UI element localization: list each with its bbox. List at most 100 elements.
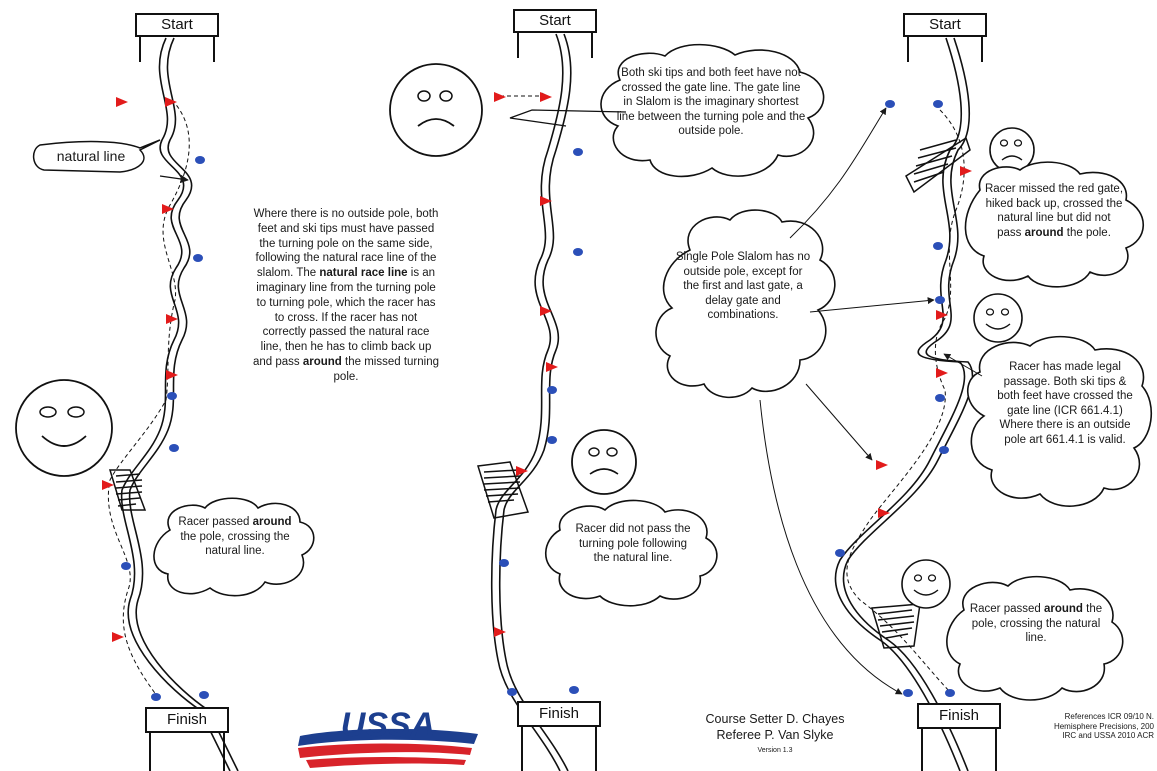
missed-text-pre: Racer missed the red gate, hiked back up… [984, 183, 1124, 239]
red-gate [878, 508, 890, 518]
red-gate [516, 466, 528, 476]
bubble-text-bold: around [252, 516, 292, 528]
blue-gate [499, 559, 509, 567]
natural-line-label: natural line [56, 148, 126, 164]
missed-gate-bubble-cloud [964, 161, 1144, 288]
blue-gate [573, 248, 583, 256]
left-racer-line [107, 99, 190, 701]
right-finish-label: Finish [938, 707, 979, 724]
middle-herringbone [477, 461, 530, 519]
reference-line: References ICR 09/10 N. [1064, 712, 1154, 721]
blue-gate [935, 296, 945, 304]
middle-panel [389, 9, 825, 771]
ussa-logo: USSA [298, 706, 478, 768]
red-gate [102, 480, 114, 490]
middle-bottom-bubble-cloud [545, 499, 718, 607]
legal-passage-bubble-cloud [967, 335, 1152, 507]
right-herringbone-bottom [871, 603, 921, 649]
right-start-gate [903, 13, 987, 62]
single-pole-bubble-text: Single Pole Slalom has no outside pole, … [675, 251, 811, 321]
blue-gate [939, 446, 949, 454]
blue-gate [945, 689, 955, 697]
ussa-logo-text: USSA [341, 706, 435, 744]
red-gate [540, 196, 552, 206]
explanation-text-1: Where there is no outside pole, both fee… [253, 208, 439, 280]
middle-sad-face-top [389, 63, 483, 157]
right-bubble-text-pre: Racer passed [969, 603, 1044, 615]
left-explanation: Where there is no outside pole, both fee… [252, 207, 440, 385]
right-finish-gate [917, 703, 1001, 771]
red-gate [112, 632, 124, 642]
explanation-text-3: the missed turning pole. [333, 355, 440, 383]
blue-gate [193, 254, 203, 262]
blue-gate [935, 394, 945, 402]
bubble-text-pre: Racer passed [178, 516, 253, 528]
right-herringbone-top [905, 136, 971, 194]
middle-start-gate [513, 9, 597, 58]
blue-gate [573, 148, 583, 156]
left-smiley-face [15, 379, 113, 477]
single-pole-bubble-cloud [655, 209, 836, 399]
blue-gate [885, 100, 895, 108]
references-note: References ICR 09/10 N. Hemisphere Preci… [1030, 712, 1154, 741]
right-bubble-text-bold: around [1043, 603, 1083, 615]
right-gates [835, 100, 972, 697]
blue-gate [121, 562, 131, 570]
blue-gate [507, 688, 517, 696]
bubble-text-post: the pole, crossing the natural line. [180, 530, 290, 558]
red-gate [116, 97, 128, 107]
middle-start-label: Start [539, 12, 571, 29]
left-bottom-bubble-text: Racer passed around the pole, crossing t… [176, 515, 294, 559]
right-smiley-face-bottom [901, 559, 951, 609]
red-gate [936, 310, 948, 320]
middle-ski-track [490, 33, 572, 771]
blue-gate [903, 689, 913, 697]
explanation-text-2: is an imaginary line from the turning po… [252, 267, 436, 368]
middle-top-bubble-cloud [600, 43, 825, 178]
blue-gate [169, 444, 179, 452]
middle-top-bubble-tail [509, 109, 627, 127]
legal-passage-bubble-text: Racer has made legal passage. Both ski t… [997, 361, 1133, 446]
left-start-label: Start [161, 16, 193, 33]
right-smiley-face-mid [973, 293, 1023, 343]
right-panel [655, 13, 1152, 771]
left-finish-gate [145, 707, 229, 771]
left-bottom-bubble-cloud [153, 497, 315, 597]
red-gate [876, 460, 888, 470]
missed-text-bold: around [1024, 226, 1064, 239]
right-bottom-bubble-cloud [946, 575, 1124, 701]
course-setter-credit: Course Setter D. Chayes [705, 712, 845, 726]
blue-gate [569, 686, 579, 694]
red-gate [166, 314, 178, 324]
red-gate [162, 204, 174, 214]
explanation-bold-2: around [302, 355, 342, 368]
red-gate [936, 368, 948, 378]
single-pole-arrows [759, 107, 935, 695]
middle-bottom-bubble-text: Racer did not pass the turning pole foll… [575, 523, 691, 564]
referee-credit: Referee P. Van Slyke [716, 728, 834, 742]
middle-finish-label: Finish [538, 705, 579, 722]
middle-sad-face-bottom [571, 429, 637, 495]
left-gates [102, 97, 209, 701]
left-herringbone [108, 469, 147, 511]
reference-line: IRC and USSA 2010 ACR [1062, 731, 1154, 740]
left-start-gate [135, 13, 219, 62]
legal-bubble-tail [943, 353, 983, 377]
blue-gate [195, 156, 205, 164]
right-bottom-bubble-text: Racer passed around the pole, crossing t… [966, 602, 1106, 646]
explanation-bold-1: natural race line [319, 267, 408, 280]
middle-top-bubble-text: Both ski tips and both feet have not cro… [616, 67, 806, 137]
left-panel [15, 13, 315, 771]
missed-text-post: the pole. [1063, 226, 1111, 239]
middle-finish-gate [517, 701, 601, 771]
natural-line-callout [32, 139, 189, 184]
middle-gates [494, 92, 583, 696]
blue-gate [199, 691, 209, 699]
right-start-label: Start [929, 16, 961, 33]
right-ski-track [834, 37, 974, 771]
blue-gate [835, 549, 845, 557]
right-racer-line [846, 109, 965, 693]
blue-gate [547, 436, 557, 444]
red-gate [166, 370, 178, 380]
